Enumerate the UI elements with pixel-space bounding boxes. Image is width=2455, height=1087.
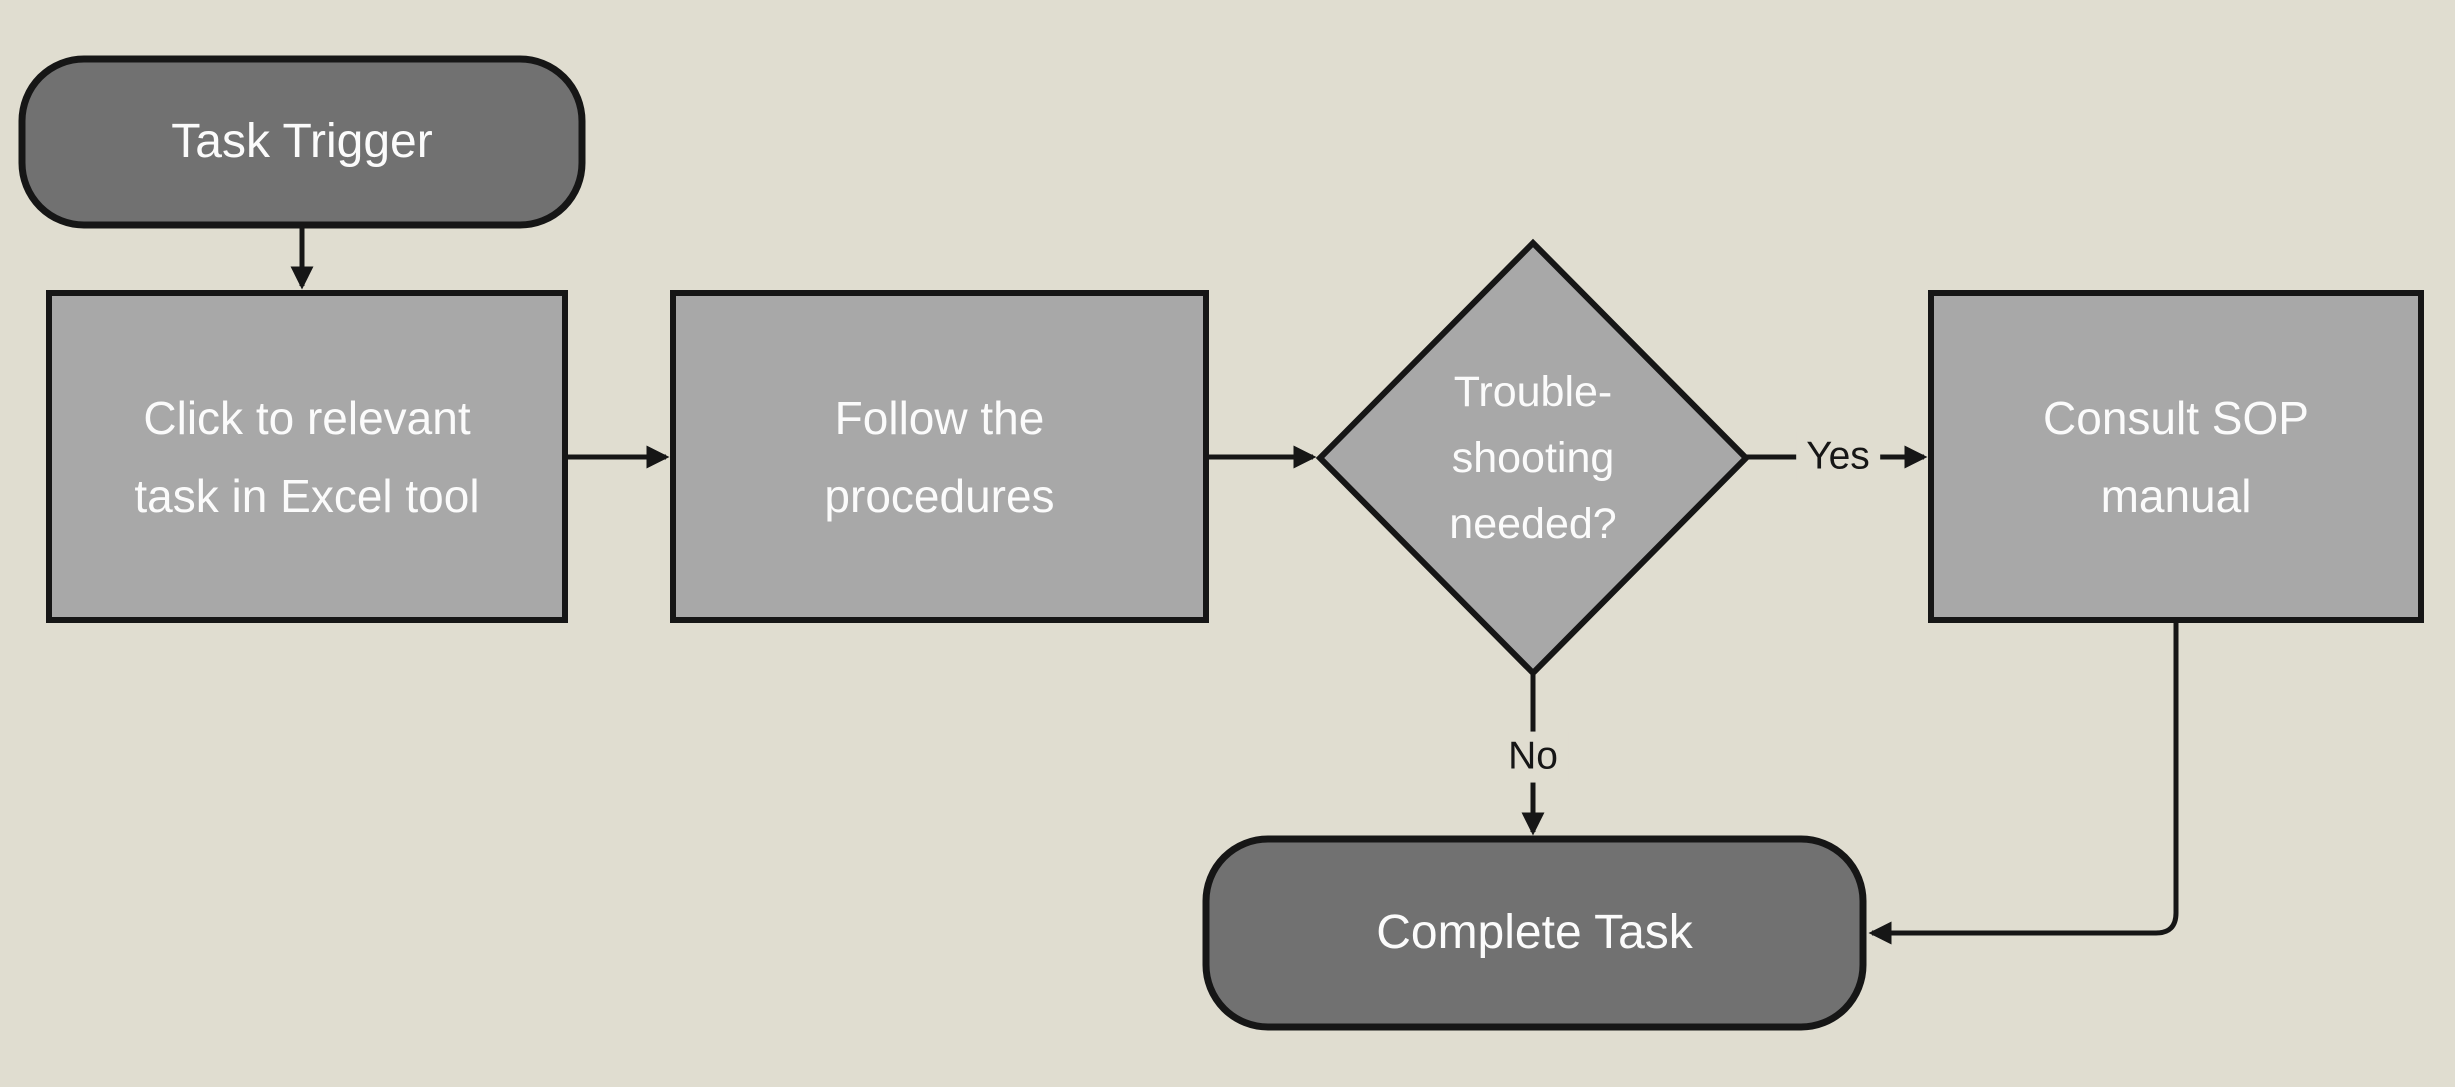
- process-shape-follow-procedures: [670, 290, 1209, 623]
- process-shape-click-task: [46, 290, 568, 623]
- terminator-shape-task-trigger: [18, 55, 586, 229]
- terminator-shape-complete-task: [1202, 835, 1867, 1031]
- decision-shape-troubleshooting: [1315, 238, 1751, 678]
- arrow-consult-sop-to-complete-task: [1868, 622, 2179, 945]
- process-shape-consult-sop: [1928, 290, 2424, 623]
